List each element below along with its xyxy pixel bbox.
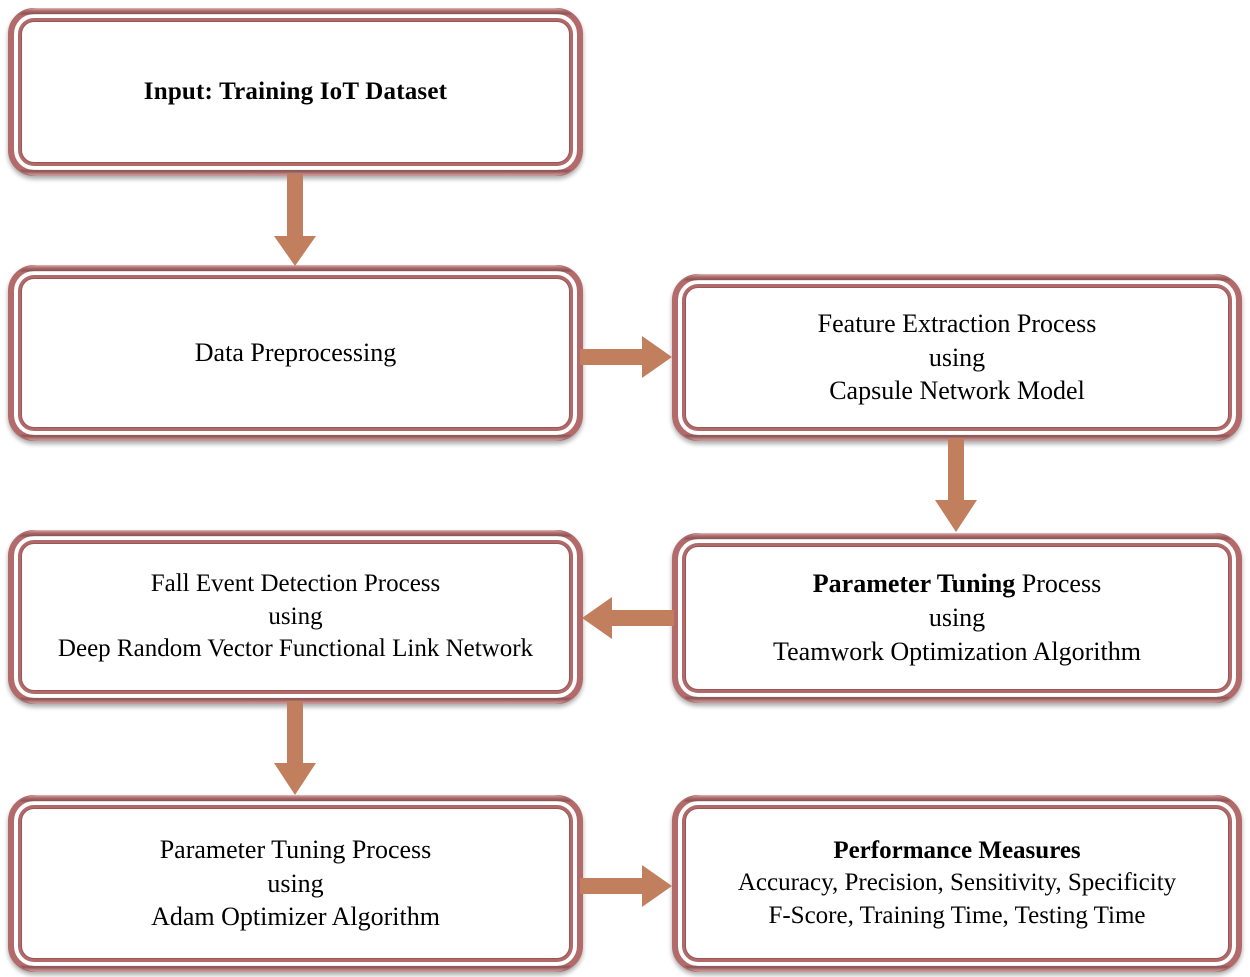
node-line-regular-part: Process [1015, 569, 1102, 599]
node-line: Deep Random Vector Functional Link Netwo… [57, 635, 534, 663]
node-fall-event-detection-drvfl[interactable]: Fall Event Detection Process using Deep … [8, 530, 583, 704]
node-line: Feature Extraction Process [817, 308, 1097, 338]
node-line-bold-part: Parameter Tuning [812, 569, 1016, 599]
node-line: using [268, 602, 323, 630]
node-line: Fall Event Detection Process [150, 570, 441, 598]
node-feature-extraction-capsule-network[interactable]: Feature Extraction Process using Capsule… [672, 274, 1242, 441]
node-text-feature-extraction: Feature Extraction Process using Capsule… [804, 307, 1111, 408]
arrow-input-to-preprocessing [271, 174, 319, 270]
node-data-preprocessing[interactable]: Data Preprocessing [8, 265, 583, 441]
node-text-fall-detection: Fall Event Detection Process using Deep … [44, 568, 547, 666]
node-line: using [267, 868, 324, 898]
node-parameter-tuning-adam-optimizer[interactable]: Parameter Tuning Process using Adam Opti… [8, 795, 583, 972]
node-parameter-tuning-teamwork-optimization[interactable]: Parameter Tuning Process using Teamwork … [672, 533, 1242, 703]
node-line: Performance Measures [833, 836, 1081, 864]
arrow-adam-tuning-to-performance [580, 862, 676, 910]
arrow-feature-extraction-to-parameter-tuning [932, 438, 980, 536]
arrow-parameter-tuning-to-fall-detection [578, 594, 676, 642]
node-line: Input: Training IoT Dataset [143, 77, 448, 105]
node-text-parameter-tuning-adam: Parameter Tuning Process using Adam Opti… [137, 833, 454, 934]
node-performance-measures[interactable]: Performance Measures Accuracy, Precision… [672, 795, 1242, 972]
node-line: Capsule Network Model [829, 376, 1085, 406]
node-line: Adam Optimizer Algorithm [151, 902, 440, 932]
arrow-fall-detection-to-adam-tuning [271, 701, 319, 799]
node-text-parameter-tuning-teamwork: Parameter Tuning Process using Teamwork … [759, 567, 1155, 668]
node-line: Parameter Tuning Process [159, 834, 432, 864]
node-line: F-Score, Training Time, Testing Time [768, 901, 1146, 929]
node-line: using [928, 603, 986, 633]
arrow-preprocessing-to-feature-extraction [580, 333, 676, 381]
node-line: Teamwork Optimization Algorithm [773, 636, 1141, 666]
node-line: Data Preprocessing [194, 338, 397, 368]
node-input-training-iot-dataset[interactable]: Input: Training IoT Dataset [8, 8, 583, 176]
node-line: Parameter Tuning Process [773, 567, 1141, 601]
node-line: Accuracy, Precision, Sensitivity, Specif… [737, 869, 1177, 897]
node-text-input-dataset: Input: Training IoT Dataset [130, 76, 461, 109]
node-text-data-preprocessing: Data Preprocessing [181, 336, 410, 370]
node-text-performance-measures: Performance Measures Accuracy, Precision… [724, 835, 1190, 933]
node-line: using [928, 342, 986, 372]
